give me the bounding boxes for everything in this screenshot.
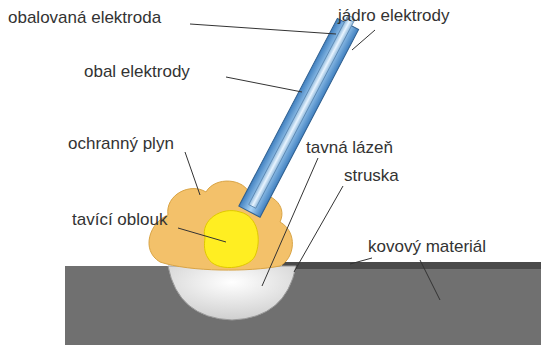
weld-pool (168, 266, 296, 320)
electrode (239, 11, 363, 217)
part-label: obalovaná elektroda (8, 8, 161, 28)
leader-line (350, 258, 372, 264)
leader-lines (178, 24, 440, 300)
part-label: struska (344, 166, 399, 186)
part-label: tavící oblouk (72, 210, 167, 230)
leader-line (294, 186, 343, 272)
leader-line (178, 228, 226, 242)
leader-line (262, 158, 318, 286)
part-label: tavná lázeň (306, 138, 393, 158)
welding-arc (204, 211, 258, 268)
part-label: ochranný plyn (68, 134, 174, 154)
electrode-core (249, 17, 355, 208)
part-label: kovový materiál (368, 237, 486, 257)
leader-line (226, 77, 302, 92)
leader-line (190, 24, 336, 34)
leader-line (352, 30, 375, 50)
part-label: obal elektrody (84, 62, 190, 82)
metal-top-edge (282, 262, 541, 269)
leader-line (185, 152, 200, 195)
part-label: jádro elektrody (338, 6, 450, 26)
base-metal (65, 266, 541, 345)
leader-line (420, 260, 440, 300)
